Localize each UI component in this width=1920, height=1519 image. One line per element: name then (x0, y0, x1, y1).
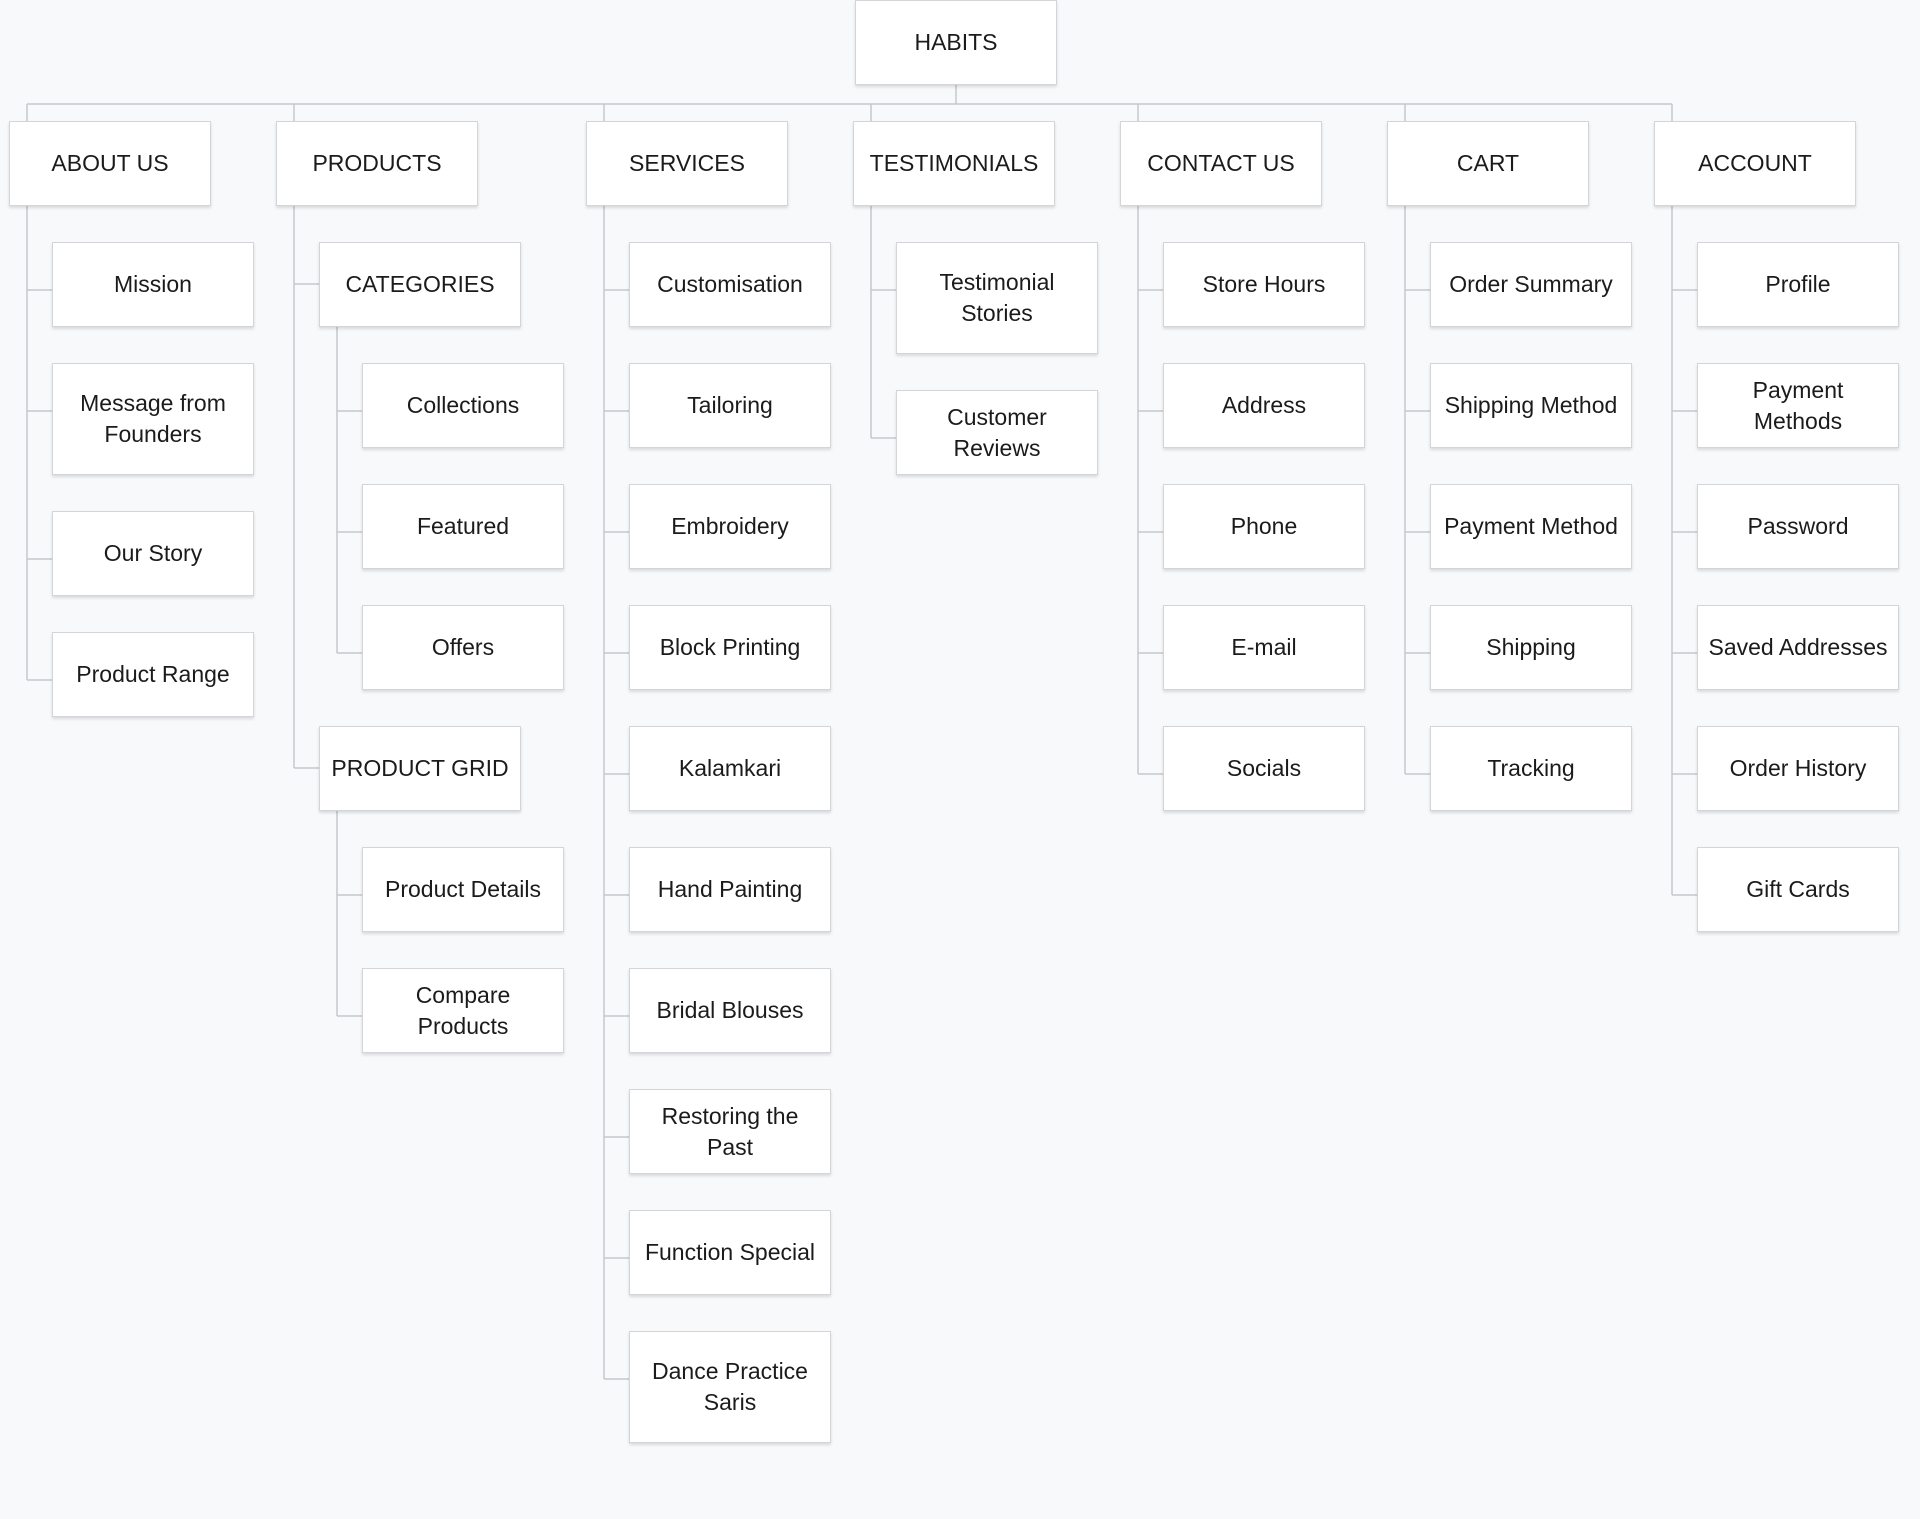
page-node-testimonial-stories: Testimonial Stories (896, 242, 1098, 354)
page-node-bridal-blouses: Bridal Blouses (629, 968, 831, 1053)
page-node-password: Password (1697, 484, 1899, 569)
page-node-mission: Mission (52, 242, 254, 327)
page-node-store-hours: Store Hours (1163, 242, 1365, 327)
page-node-offers: Offers (362, 605, 564, 690)
page-node-compare-products: Compare Products (362, 968, 564, 1053)
page-node-dance-practice-saris: Dance Practice Saris (629, 1331, 831, 1443)
page-node-embroidery: Embroidery (629, 484, 831, 569)
page-node-shipping: Shipping (1430, 605, 1632, 690)
page-node-e-mail: E-mail (1163, 605, 1365, 690)
page-node-order-history: Order History (1697, 726, 1899, 811)
page-node-payment-methods: Payment Methods (1697, 363, 1899, 448)
page-node-socials: Socials (1163, 726, 1365, 811)
page-node-featured: Featured (362, 484, 564, 569)
page-node-function-special: Function Special (629, 1210, 831, 1295)
page-node-collections: Collections (362, 363, 564, 448)
page-node-gift-cards: Gift Cards (1697, 847, 1899, 932)
page-node-product-range: Product Range (52, 632, 254, 717)
root-node-habits: HABITS (855, 0, 1057, 85)
group-node-product-grid: PRODUCT GRID (319, 726, 521, 811)
page-node-kalamkari: Kalamkari (629, 726, 831, 811)
section-node-services: SERVICES (586, 121, 788, 206)
page-node-block-printing: Block Printing (629, 605, 831, 690)
page-node-our-story: Our Story (52, 511, 254, 596)
section-node-testimonials: TESTIMONIALS (853, 121, 1055, 206)
section-node-contact-us: CONTACT US (1120, 121, 1322, 206)
section-node-cart: CART (1387, 121, 1589, 206)
page-node-restoring-the-past: Restoring the Past (629, 1089, 831, 1174)
section-node-products: PRODUCTS (276, 121, 478, 206)
page-node-payment-method: Payment Method (1430, 484, 1632, 569)
page-node-tailoring: Tailoring (629, 363, 831, 448)
page-node-address: Address (1163, 363, 1365, 448)
page-node-saved-addresses: Saved Addresses (1697, 605, 1899, 690)
page-node-profile: Profile (1697, 242, 1899, 327)
page-node-order-summary: Order Summary (1430, 242, 1632, 327)
page-node-customisation: Customisation (629, 242, 831, 327)
page-node-customer-reviews: Customer Reviews (896, 390, 1098, 475)
section-node-account: ACCOUNT (1654, 121, 1856, 206)
page-node-product-details: Product Details (362, 847, 564, 932)
page-node-tracking: Tracking (1430, 726, 1632, 811)
page-node-message-from-founders: Message from Founders (52, 363, 254, 475)
page-node-hand-painting: Hand Painting (629, 847, 831, 932)
section-node-about-us: ABOUT US (9, 121, 211, 206)
page-node-phone: Phone (1163, 484, 1365, 569)
group-node-categories: CATEGORIES (319, 242, 521, 327)
page-node-shipping-method: Shipping Method (1430, 363, 1632, 448)
